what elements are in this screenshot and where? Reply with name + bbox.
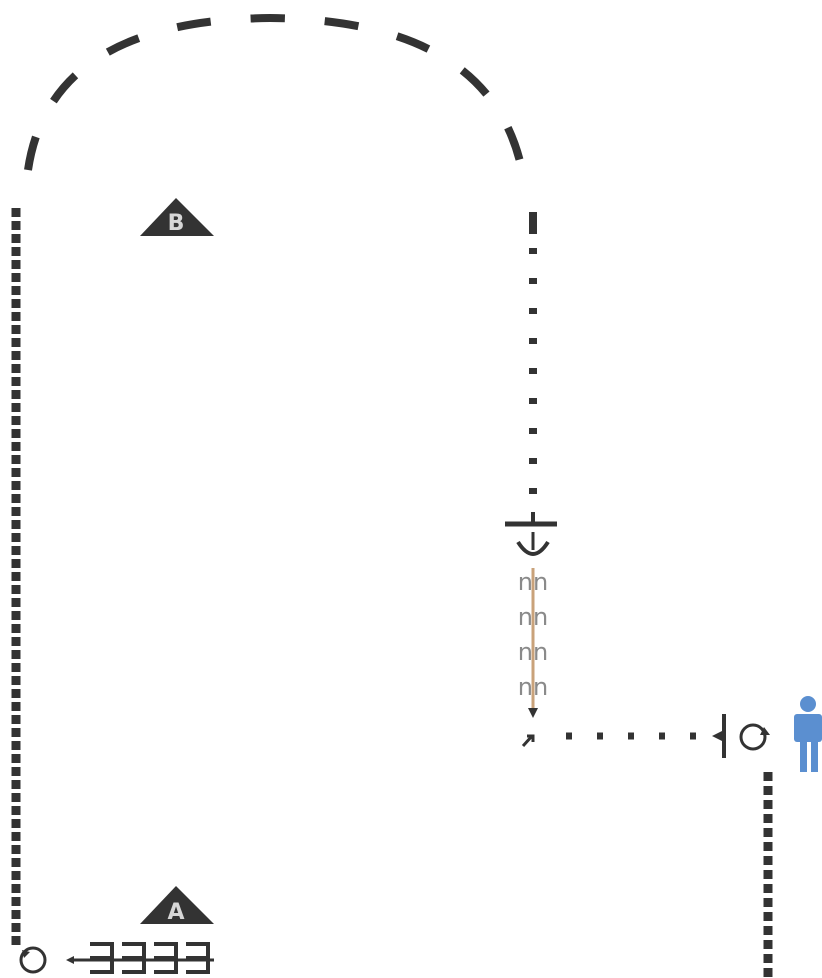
- bracket-glyph: [186, 942, 210, 974]
- chain-label: nn: [518, 603, 548, 631]
- corner-hook-icon: [521, 734, 535, 748]
- marker-b-label: B: [168, 211, 185, 236]
- bottom-chain-connector: [66, 956, 86, 964]
- start-loop-icon: [19, 946, 47, 974]
- bracket-glyph: [90, 942, 114, 974]
- warning-triangle-icon: [140, 886, 214, 924]
- chain-label: nn: [518, 673, 548, 701]
- chain-labels: nn nn nn nn: [518, 568, 548, 701]
- bracket-glyph: [154, 942, 178, 974]
- chain-label: nn: [518, 568, 548, 596]
- person-icon: [794, 696, 822, 772]
- bar-end-icon: [712, 714, 726, 758]
- marker-a-label: A: [167, 900, 184, 925]
- marker-triangle-a: A: [140, 886, 214, 925]
- circle-loop-icon: [739, 723, 770, 751]
- marker-triangle-b: B: [140, 198, 214, 236]
- cup-hook-icon: [516, 532, 550, 556]
- dashed-arc-connector: [24, 13, 526, 171]
- chain-label: nn: [518, 638, 548, 666]
- spring-arrow-down-icon: [528, 708, 538, 718]
- bottom-bracket-chain: [86, 942, 214, 974]
- warning-triangle-icon: [140, 198, 214, 236]
- bracket-glyph: [122, 942, 146, 974]
